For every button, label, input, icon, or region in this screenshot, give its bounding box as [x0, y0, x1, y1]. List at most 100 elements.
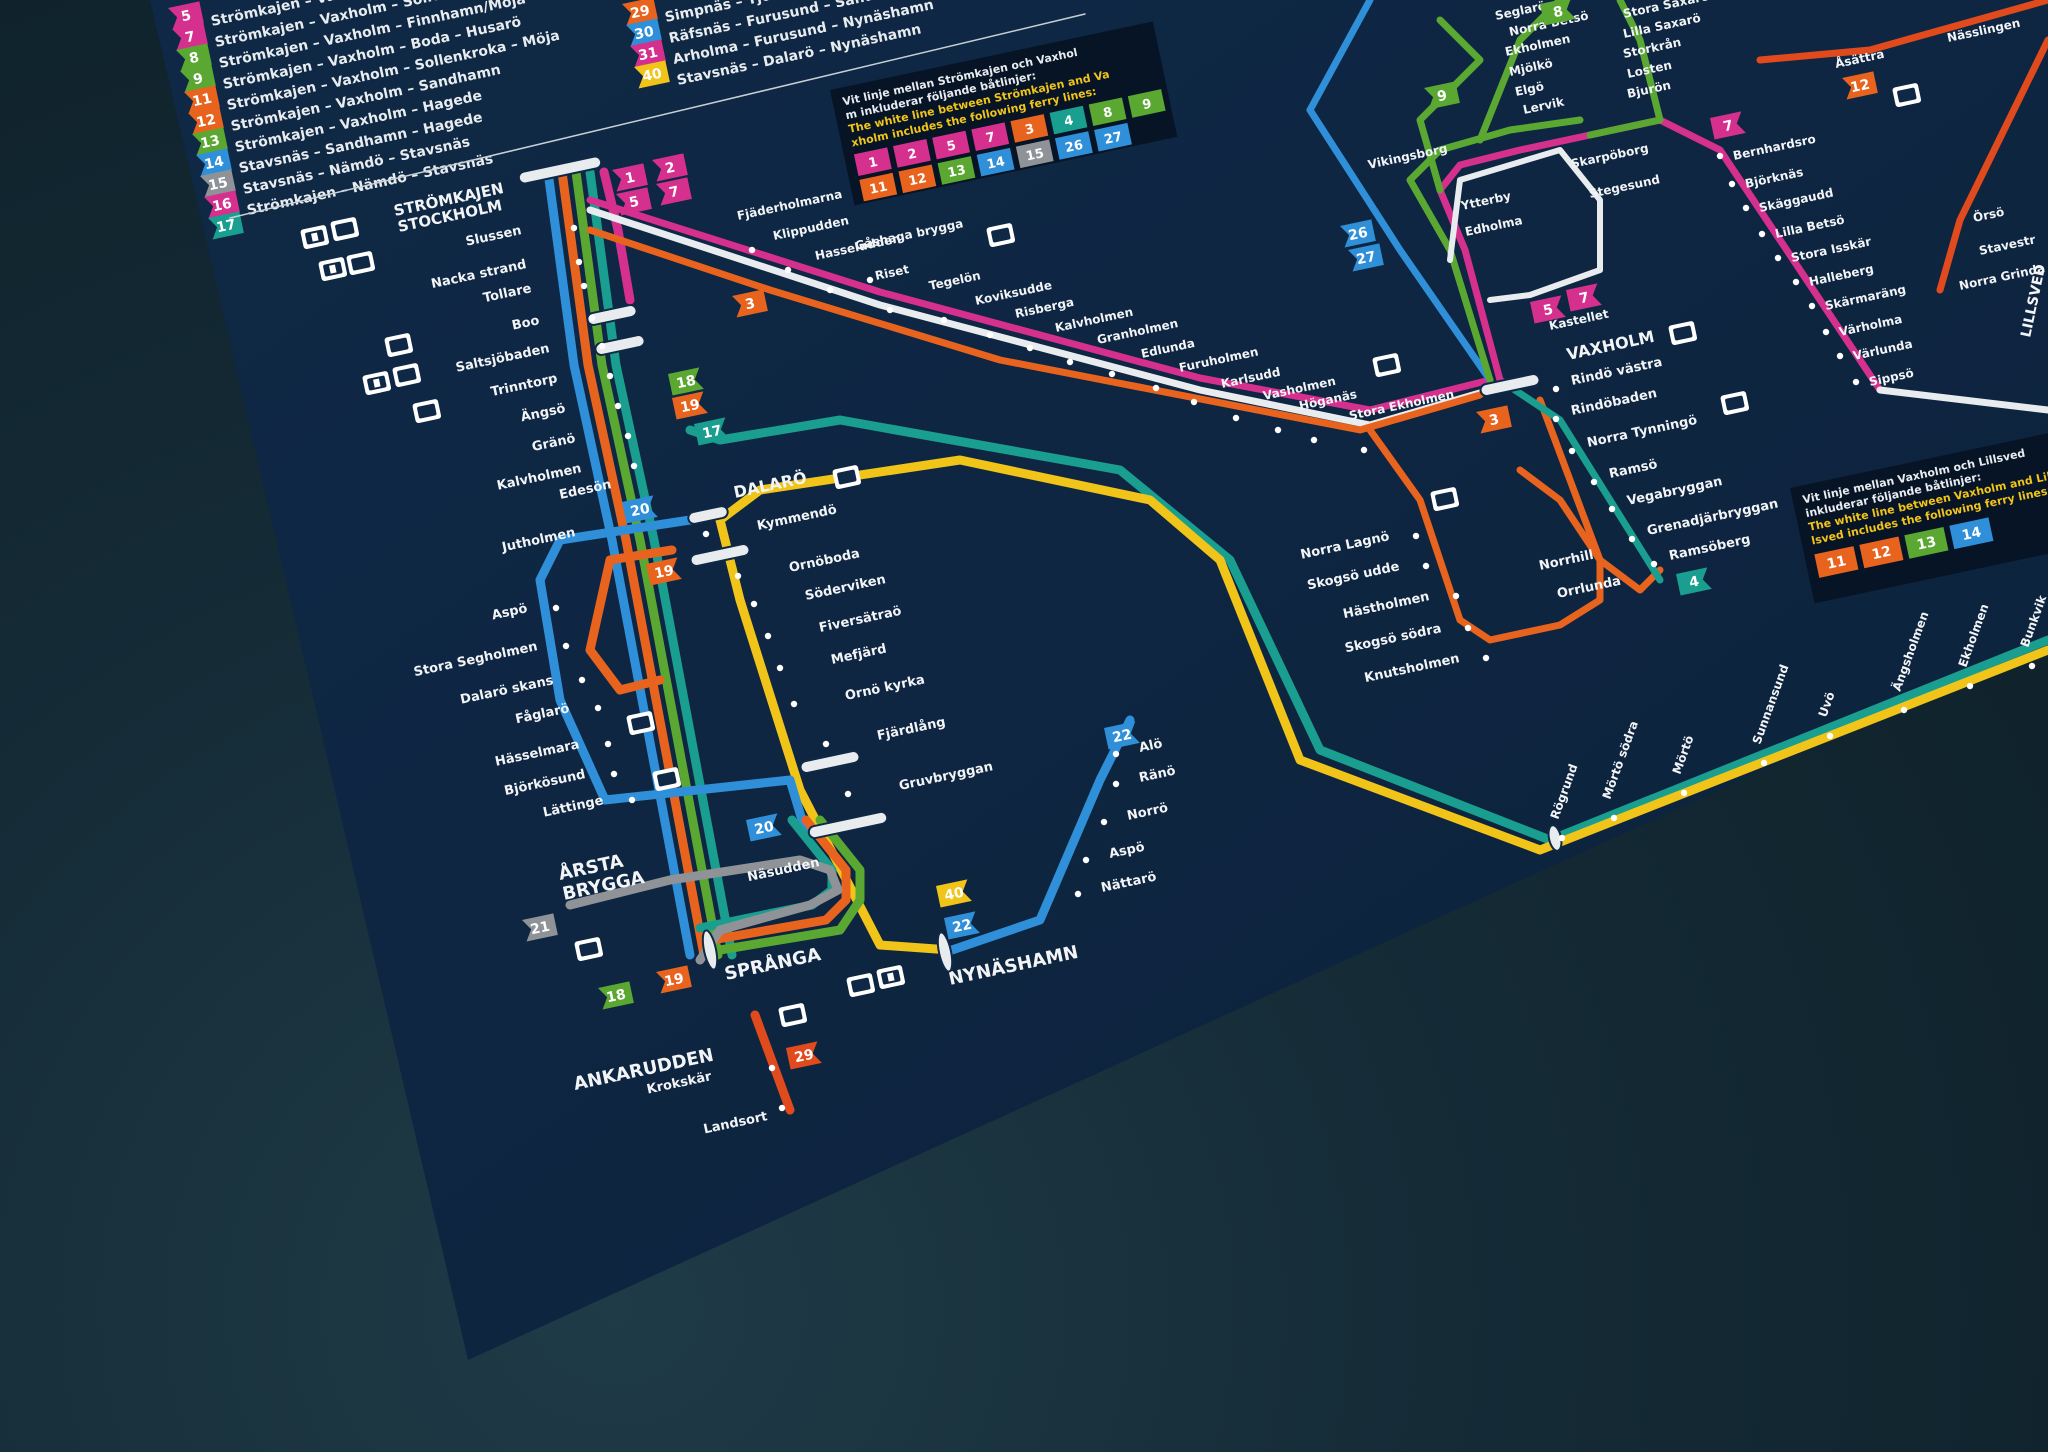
badge-shape — [208, 211, 244, 240]
station-dot — [764, 632, 772, 640]
station-dot — [784, 266, 792, 274]
station-dot — [562, 642, 570, 650]
badge-number: 2 — [664, 160, 677, 178]
pill-stromkajen — [517, 155, 603, 185]
line-20-loop — [535, 515, 810, 835]
badge-shape — [652, 153, 688, 182]
badge-shape — [196, 148, 232, 177]
badge-shape — [1842, 71, 1878, 100]
bus-icon — [318, 257, 348, 282]
badge-shape — [622, 0, 658, 26]
badge-shape — [626, 18, 662, 47]
line-26-top — [1306, 0, 1374, 114]
badge-number: 17 — [701, 423, 723, 443]
pill-dalaro — [687, 505, 729, 525]
badge-number: 1 — [624, 170, 637, 188]
badge-number: 8 — [188, 50, 201, 68]
badge-shape — [1054, 131, 1093, 160]
badge-shape — [1904, 526, 1949, 559]
info-badge-11: 11 — [859, 172, 898, 202]
info-badge-12: 12 — [1859, 536, 1904, 569]
icon-inner — [1673, 325, 1693, 341]
badge-shape — [1676, 567, 1712, 596]
line-19-loop — [585, 545, 677, 695]
station-dot — [1082, 856, 1090, 864]
badge-number: 9 — [1436, 88, 1449, 106]
badge-number: 20 — [753, 819, 776, 839]
badge-shape — [936, 879, 972, 908]
badge-shape — [634, 60, 670, 89]
badge-shape — [1010, 114, 1049, 143]
legend-badge-17: 17 — [208, 211, 244, 240]
icon-detail — [329, 264, 337, 274]
bus-icon — [330, 217, 360, 242]
station-dot — [1482, 654, 1490, 662]
station-dot — [1808, 302, 1816, 310]
station-dot — [1774, 254, 1782, 262]
station-dot — [734, 572, 742, 580]
station-dot — [1728, 180, 1736, 188]
badge-number: 8 — [1552, 4, 1565, 22]
badge-shape — [859, 172, 898, 202]
icon-inner — [851, 977, 871, 993]
station-dot — [610, 770, 618, 778]
badge-route-1: 1 — [612, 163, 648, 192]
badge-shape — [1566, 283, 1602, 312]
badge-number: 13 — [1915, 534, 1937, 554]
badge-shape — [786, 1041, 822, 1070]
badge-shape — [616, 187, 652, 216]
station-label-blue-loop: Aspö — [490, 601, 528, 623]
station-dot — [628, 796, 636, 804]
badge-number: 40 — [943, 885, 966, 905]
badge-route-27: 27 — [1348, 243, 1384, 272]
icon-inner — [783, 1007, 803, 1023]
line-3-orange — [586, 226, 1484, 434]
badge-number: 19 — [679, 397, 701, 417]
badge-route-17: 17 — [694, 417, 730, 446]
badge-route-3: 3 — [732, 289, 768, 318]
bus-icon — [1372, 353, 1402, 378]
bus-icon — [626, 711, 656, 736]
legend-badge-31: 31 — [630, 39, 666, 68]
icon-detail — [373, 378, 381, 388]
pill-nynashamn — [936, 931, 954, 973]
station-dot — [1074, 890, 1082, 898]
badge-number: 7 — [1722, 118, 1735, 136]
badge-shape — [937, 156, 976, 185]
badge-number: 27 — [1355, 249, 1377, 269]
station-dot — [1552, 385, 1560, 393]
legend-badge-9: 9 — [180, 64, 216, 93]
badge-number: 5 — [1542, 302, 1555, 320]
badge-shape — [853, 147, 892, 176]
station-dot — [1464, 624, 1472, 632]
station-dot — [578, 676, 586, 684]
line-40 — [715, 455, 2048, 855]
info-badge-7: 7 — [971, 122, 1010, 152]
station-dot — [1274, 426, 1282, 434]
icon-inner — [991, 227, 1011, 243]
legend-badge-7: 7 — [172, 22, 208, 51]
badge-shape — [944, 911, 980, 940]
station-dot — [2028, 662, 2036, 670]
legend-badge-16: 16 — [204, 190, 240, 219]
badge-route-21: 21 — [522, 913, 558, 942]
station-dot — [826, 286, 834, 294]
badge-shape — [188, 106, 224, 135]
badge-shape — [630, 39, 666, 68]
badge-number: 7 — [184, 29, 197, 47]
line-pink-north — [586, 196, 1494, 414]
badge-shape — [612, 163, 648, 192]
badge-route-19c: 19 — [656, 965, 692, 994]
station-label-far-right: Örsö — [1972, 204, 2006, 225]
bus-icon — [986, 223, 1016, 248]
icon-inner — [397, 367, 417, 383]
station-dot — [1190, 398, 1198, 406]
badge-number: 21 — [529, 919, 551, 939]
badge-number: 4 — [1688, 574, 1701, 592]
badge-number: 11 — [868, 179, 889, 197]
badge-route-5: 5 — [616, 187, 652, 216]
line-20-trunk — [543, 167, 695, 960]
badge-shape — [746, 813, 782, 842]
line-12-top — [1756, 0, 2048, 64]
badge-shape — [180, 64, 216, 93]
